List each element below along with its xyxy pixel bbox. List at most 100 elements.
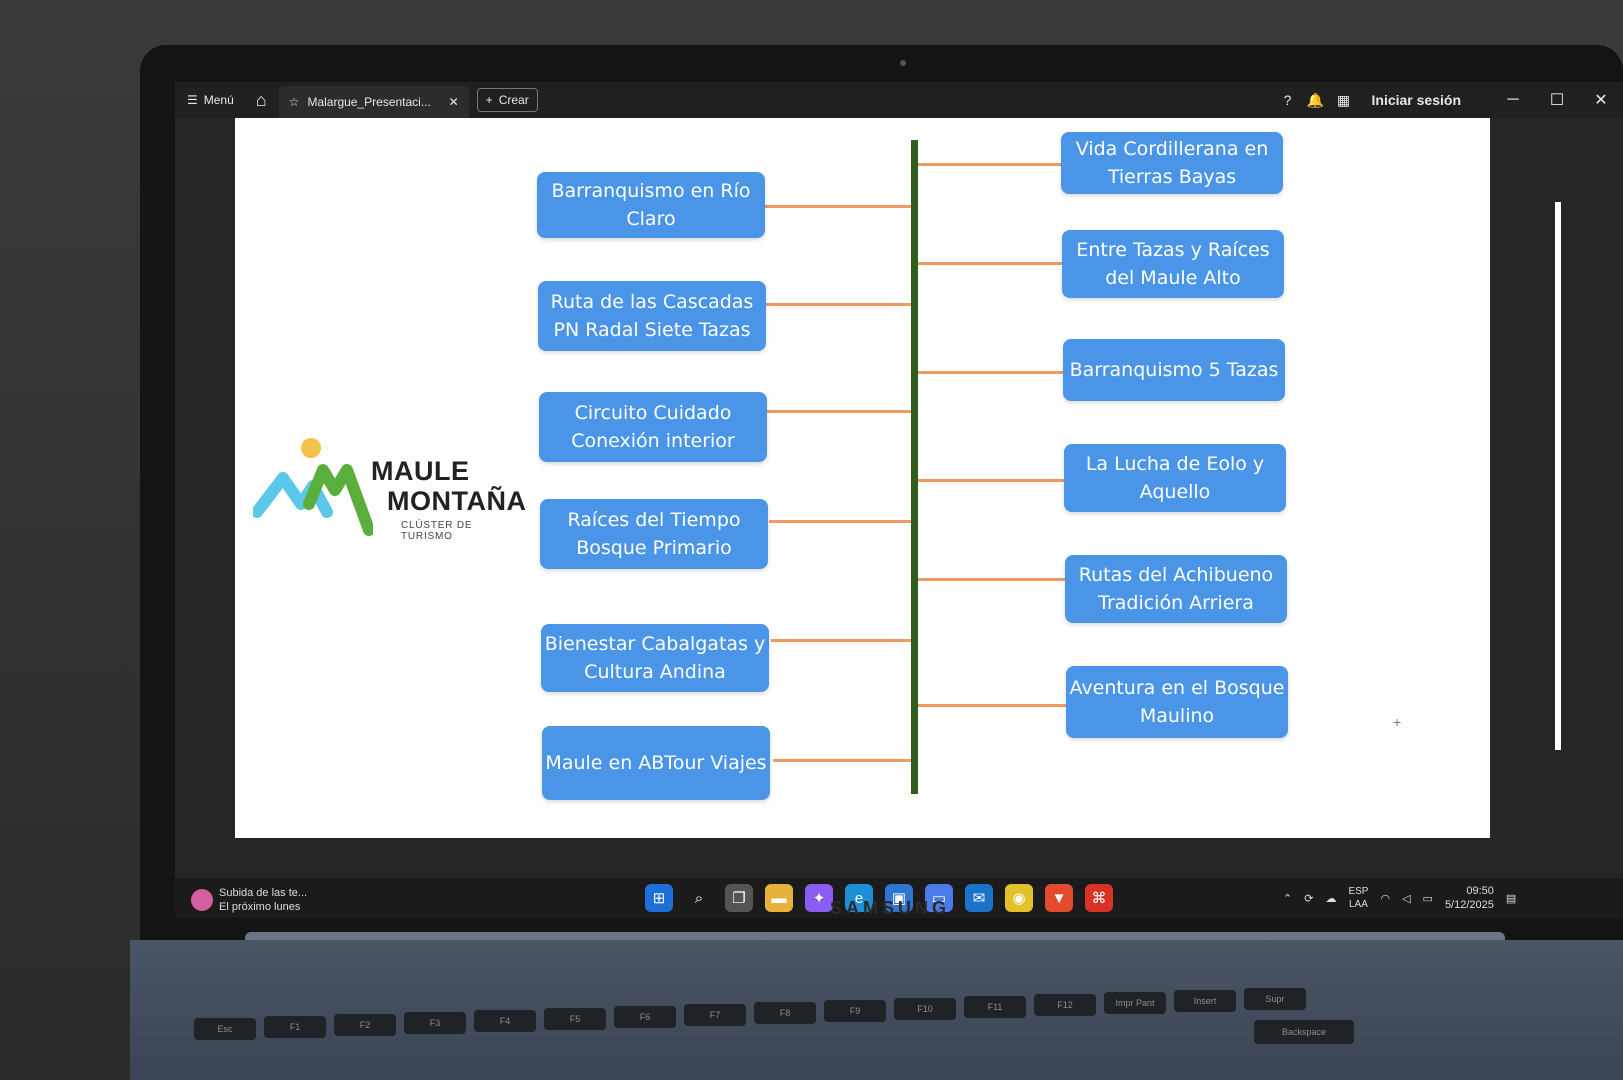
route-box-right: La Lucha de Eolo y Aquello xyxy=(1064,444,1286,512)
cloud-icon[interactable]: ☁ xyxy=(1325,892,1337,905)
bell-icon[interactable]: 🔔 xyxy=(1306,91,1325,108)
connector-left xyxy=(769,520,911,523)
key: F2 xyxy=(334,1014,396,1036)
key: F10 xyxy=(894,998,956,1020)
maule-montana-logo: MAULE MONTAÑA CLÚSTER DE TURISMO xyxy=(251,438,527,542)
create-label: Crear xyxy=(498,93,529,107)
lang-code: ESP xyxy=(1348,886,1369,897)
copilot-icon[interactable]: ✦ xyxy=(805,884,833,912)
create-button[interactable]: + Crear xyxy=(476,88,538,112)
route-box-left: Bienestar Cabalgatas y Cultura Andina xyxy=(541,624,769,692)
maximize-icon[interactable]: ☐ xyxy=(1549,92,1565,109)
connector-right xyxy=(918,578,1065,581)
connector-left xyxy=(773,759,911,762)
connector-left xyxy=(765,303,911,306)
key: F12 xyxy=(1034,994,1096,1016)
clock[interactable]: 09:50 5/12/2025 xyxy=(1445,884,1494,912)
connector-left xyxy=(771,639,911,642)
logo-word-maule: MAULE xyxy=(371,456,470,486)
connector-right xyxy=(918,704,1066,707)
wifi-icon[interactable]: ◠ xyxy=(1380,892,1391,905)
close-window-icon[interactable]: ✕ xyxy=(1594,92,1608,109)
minimize-icon[interactable]: ─ xyxy=(1507,91,1519,108)
help-icon[interactable]: ? xyxy=(1283,92,1292,108)
connector-left xyxy=(767,410,911,413)
key: Insert xyxy=(1174,990,1236,1012)
connector-right xyxy=(918,479,1064,482)
laptop-brand: SAMSUNG xyxy=(830,898,951,918)
route-box-left: Maule en ABTour Viajes xyxy=(542,726,770,800)
key: F4 xyxy=(474,1010,536,1032)
key: F9 xyxy=(824,1000,886,1022)
menu-label: Menú xyxy=(203,93,234,107)
language-indicator[interactable]: ESP LAA xyxy=(1348,885,1368,911)
route-box-left: Barranquismo en Río Claro xyxy=(537,172,765,238)
key: F5 xyxy=(544,1008,606,1030)
outlook-icon[interactable]: ✉ xyxy=(965,884,993,912)
taskbar-apps: ⊞ ⌕ ❐ ▬ ✦ e ▣ ▭ ✉ ◉ ▼ ⌘ xyxy=(645,884,1113,912)
close-tab-icon[interactable]: ✕ xyxy=(448,95,459,109)
route-box-right: Entre Tazas y Raíces del Maule Alto xyxy=(1062,230,1284,298)
logo-subtitle: CLÚSTER DE TURISMO xyxy=(401,520,473,542)
tab-document[interactable]: ☆ Malargue_Presentaci... ✕ xyxy=(278,86,469,118)
logo-word-montana: MONTAÑA xyxy=(387,486,527,516)
tab-title: Malargue_Presentaci... xyxy=(307,95,431,109)
taskbar-notification[interactable]: Subida de las te... El próximo lunes xyxy=(191,886,307,914)
notification-subtitle: El próximo lunes xyxy=(219,901,301,913)
clock-time: 09:50 xyxy=(1466,885,1494,897)
star-icon[interactable]: ☆ xyxy=(288,95,300,109)
key: F11 xyxy=(964,996,1026,1018)
sync-icon[interactable]: ⟳ xyxy=(1304,892,1314,905)
signin-button[interactable]: Iniciar sesión xyxy=(1371,92,1461,108)
system-tray: ⌃ ⟳ ☁ ESP LAA ◠ ◁ ▭ 09:50 5/12/2025 ▤ xyxy=(1283,884,1516,912)
document-viewer: MAULE MONTAÑA CLÚSTER DE TURISMO Barranq… xyxy=(175,118,1623,878)
app-titlebar: ☰ Menú ⌂ ☆ Malargue_Presentaci... ✕ + Cr… xyxy=(175,82,1623,118)
timeline-bar xyxy=(911,140,918,794)
home-icon[interactable]: ⌂ xyxy=(255,89,267,110)
acrobat-icon[interactable]: ⌘ xyxy=(1085,884,1113,912)
key: Supr xyxy=(1244,988,1306,1010)
plus-icon: + xyxy=(485,93,493,107)
route-box-right: Barranquismo 5 Tazas xyxy=(1063,339,1285,401)
crosshair-cursor-icon: + xyxy=(1393,714,1402,730)
key: Esc xyxy=(194,1018,256,1040)
brave-icon[interactable]: ▼ xyxy=(1045,884,1073,912)
route-box-left: Raíces del Tiempo Bosque Primario xyxy=(540,499,768,569)
apps-grid-icon[interactable]: ▦ xyxy=(1336,91,1351,108)
file-explorer-icon[interactable]: ▬ xyxy=(765,884,793,912)
chat-icon[interactable]: ▭ xyxy=(925,884,953,912)
notification-center-icon[interactable]: ▤ xyxy=(1505,892,1517,905)
speaker-icon[interactable]: ◁ xyxy=(1402,892,1411,905)
key: F1 xyxy=(264,1016,326,1038)
key: F7 xyxy=(684,1004,746,1026)
keyboard-deck: Esc F1 F2 F3 F4 F5 F6 F7 F8 F9 F10 F11 F… xyxy=(130,940,1623,1080)
connector-right xyxy=(918,163,1062,166)
lang-layout: LAA xyxy=(1348,899,1368,910)
menu-button[interactable]: ☰ Menú xyxy=(177,82,244,118)
search-icon[interactable]: ⌕ xyxy=(694,889,704,907)
chrome-icon[interactable]: ◉ xyxy=(1005,884,1033,912)
slide-page: MAULE MONTAÑA CLÚSTER DE TURISMO Barranq… xyxy=(235,118,1490,838)
store-icon[interactable]: ▣ xyxy=(885,884,913,912)
battery-icon[interactable]: ▭ xyxy=(1422,892,1433,905)
route-box-right: Rutas del Achibueno Tradición Arriera xyxy=(1065,555,1287,623)
connector-right xyxy=(918,371,1063,374)
edge-browser-icon[interactable]: e xyxy=(845,884,873,912)
task-view-icon[interactable]: ❐ xyxy=(725,884,753,912)
vertical-scrollbar[interactable] xyxy=(1555,202,1561,750)
logo-mountain-icon xyxy=(251,438,375,536)
route-box-right: Vida Cordillerana en Tierras Bayas xyxy=(1061,132,1283,194)
laptop-screen: ☰ Menú ⌂ ☆ Malargue_Presentaci... ✕ + Cr… xyxy=(175,82,1623,918)
key: F8 xyxy=(754,1002,816,1024)
route-box-left: Circuito Cuidado Conexión interior xyxy=(539,392,767,462)
key: Backspace xyxy=(1254,1020,1354,1044)
route-box-left: Ruta de las Cascadas PN Radal Siete Taza… xyxy=(538,281,766,351)
key: F6 xyxy=(614,1006,676,1028)
chevron-up-icon[interactable]: ⌃ xyxy=(1283,892,1293,905)
hamburger-icon: ☰ xyxy=(187,93,198,107)
connector-left xyxy=(765,205,911,208)
notification-title: Subida de las te... xyxy=(219,887,308,899)
connector-right xyxy=(918,262,1062,265)
webcam xyxy=(900,60,906,66)
windows-start-icon[interactable]: ⊞ xyxy=(645,884,673,912)
